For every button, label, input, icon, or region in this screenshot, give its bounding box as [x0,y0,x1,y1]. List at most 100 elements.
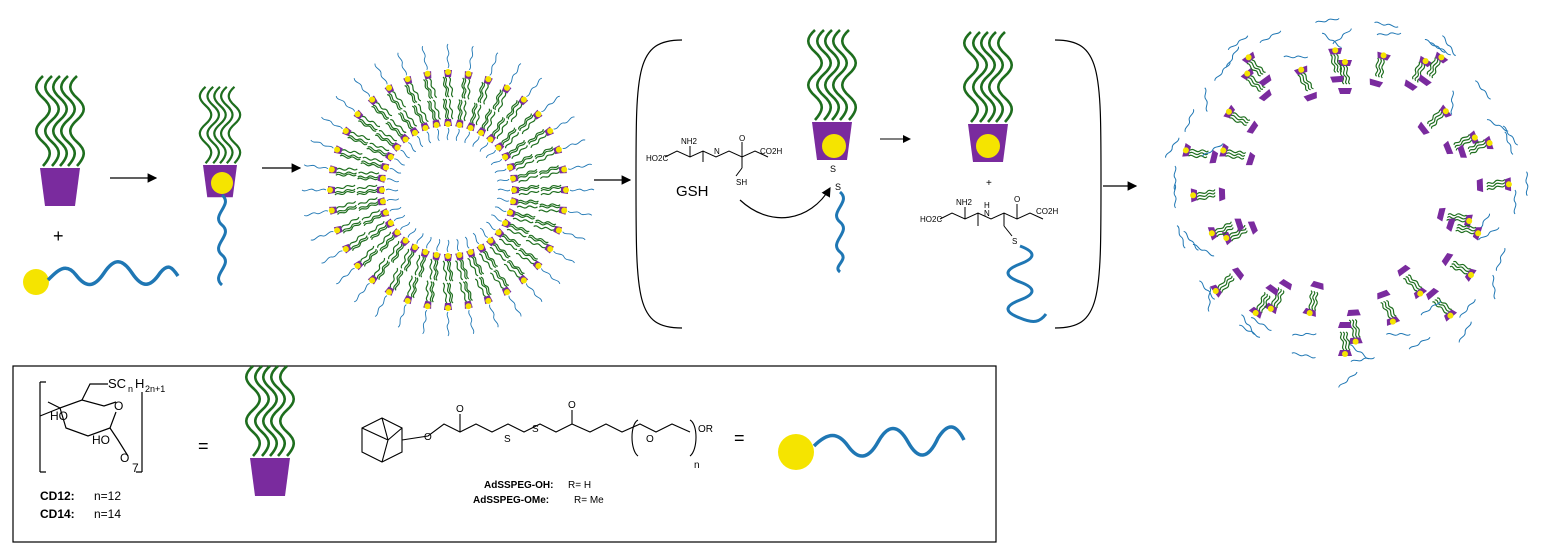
loose-fragment [1291,279,1326,337]
gsh-peg-product: NH2 HO2C N H O CO2H S [920,195,1058,323]
peg-wisp [1495,247,1507,272]
peg-wisp [1350,356,1376,363]
plus-sign-1: + [53,226,64,246]
vesicle-segment [442,239,454,337]
gsh-label: GSH [676,183,709,200]
peg-wisp [1458,298,1477,319]
loose-fragment [1476,171,1529,197]
svg-text:O: O [568,400,576,411]
micelle-ring-icon [301,43,595,337]
peg-wisp [1373,21,1399,29]
loose-fragment [1192,218,1260,258]
svg-text:O: O [456,404,464,415]
loose-fragment [1201,142,1257,168]
peg-wisp [1513,189,1517,215]
svg-text:n: n [694,460,700,471]
loose-fragment [1207,265,1246,313]
adsspeg-oh-name: AdSSPEG-OH: [484,480,553,491]
loose-fragment [1250,277,1295,332]
curved-attack-arrow [739,186,831,219]
svg-text:OR: OR [698,424,713,435]
peg-wisp [1238,323,1261,339]
vesicle-segment [301,184,399,196]
svg-text:N: N [984,209,990,218]
cd12-value: n=12 [94,489,121,503]
vesicle-segment [497,184,595,196]
loose-fragment [1439,250,1497,300]
svg-text:SC: SC [108,376,126,391]
released-cd-icon [962,30,1014,164]
svg-text:O: O [646,434,654,445]
equals-1: = [198,436,209,456]
loose-fragment [1283,55,1320,103]
svg-text:O: O [1014,195,1020,204]
gsh-structure: NH2 HO2C N O CO2H SH GSH [646,134,782,200]
svg-text:H: H [135,376,144,391]
disrupted-ring-icon [1164,17,1529,389]
peg-wisp [1474,79,1492,101]
adsspeg-oh-value: R= H [568,480,591,491]
loose-fragment [1402,38,1447,93]
loose-fragment [1367,31,1402,89]
loose-fragment [1423,286,1473,344]
svg-text:HO2C: HO2C [920,215,942,224]
svg-text:NH2: NH2 [681,137,698,146]
peg-wisp [1314,17,1340,24]
svg-text:H: H [984,201,990,210]
adsspeg-ome-name: AdSSPEG-OMe: [473,495,549,506]
loose-fragment [1415,90,1455,138]
right-bracket [1054,39,1102,329]
svg-text:NH2: NH2 [956,198,973,207]
inclusion-complex-icon [198,85,242,287]
svg-text:S: S [504,434,511,445]
svg-text:SH: SH [736,178,747,187]
equals-2: = [734,428,745,448]
svg-text:7: 7 [132,461,139,475]
vesicle-segment [442,43,454,141]
adamantyl-peg-icon [23,260,180,295]
loose-fragment [1337,321,1359,389]
peg-wisp [1213,61,1232,82]
svg-text:HO: HO [92,433,110,447]
legend-peg-icon [778,425,966,470]
svg-text:O: O [739,134,745,143]
svg-text:CO2H: CO2H [760,147,782,156]
peg-wisp [1429,41,1452,57]
peg-wisp [1291,351,1317,359]
svg-text:HO2C: HO2C [646,154,668,163]
peg-wisp [1408,335,1431,351]
adsspeg-structure: O O S S O O OR n AdSSPEG-OH: R= H AdSSPE… [361,400,713,506]
cd-structure: SC n H 2n+1 HO HO O O 7 CD12: n=12 CD14:… [39,376,165,521]
peg-wisp [1259,29,1282,45]
left-bracket [635,39,683,329]
loose-fragment [1331,27,1353,95]
loose-fragment [1164,136,1220,166]
cd14-value: n=14 [94,507,121,521]
loose-fragment [1182,216,1246,252]
svg-text:S: S [830,164,836,174]
adsspeg-ome-value: R= Me [574,495,604,506]
cd14-name: CD14: [40,507,75,521]
peg-wisp [1175,224,1187,249]
svg-text:O: O [114,399,123,413]
loose-fragment [1444,216,1500,242]
peg-wisp [1183,108,1195,133]
svg-text:HO: HO [50,409,68,423]
svg-text:S: S [835,182,841,192]
svg-text:S: S [532,424,539,435]
svg-text:S: S [1012,237,1017,246]
svg-text:N: N [714,147,720,156]
svg-text:CO2H: CO2H [1036,207,1058,216]
svg-text:n: n [128,384,133,394]
loose-fragment [1374,288,1411,336]
legend-box [12,365,997,543]
loose-fragment [1435,205,1491,235]
svg-text:O: O [120,451,129,465]
disulfide-complex-icon: S S [806,28,858,274]
loose-fragment [1173,183,1226,209]
svg-text:O: O [424,432,432,443]
cd12-name: CD12: [40,489,75,503]
plus-sign-2: + [986,178,992,189]
svg-text:2n+1: 2n+1 [145,384,165,394]
